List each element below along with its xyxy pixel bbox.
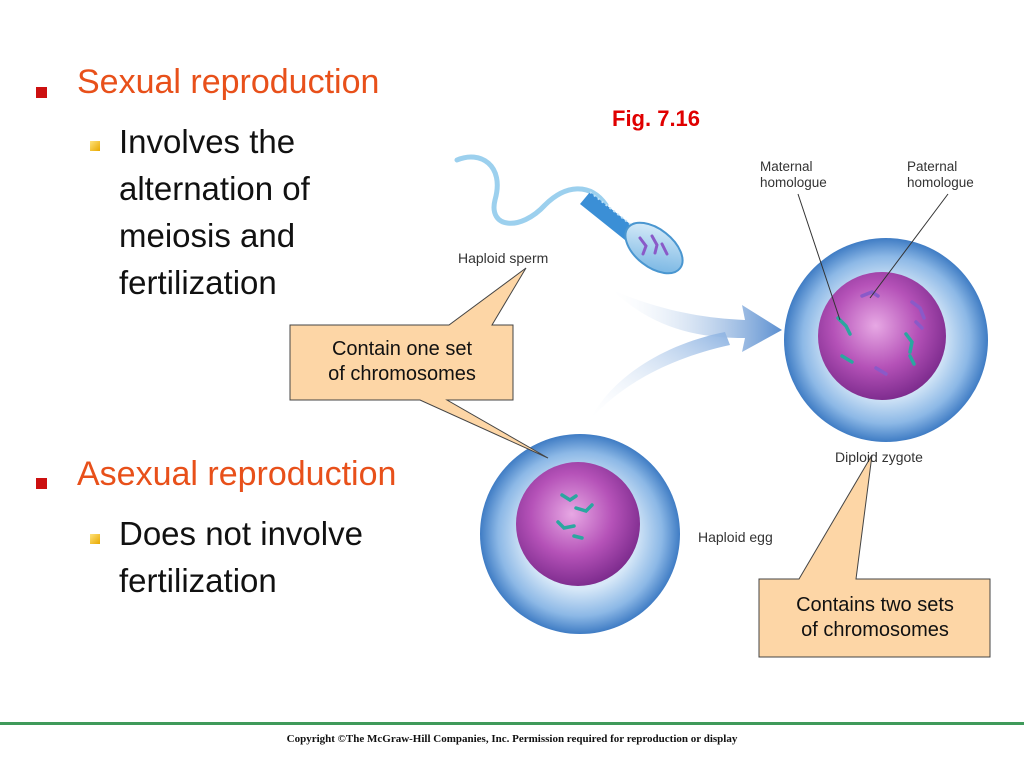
- arrow-from-egg: [590, 332, 730, 420]
- callout-two-sets-line1: Contains two sets: [796, 594, 954, 616]
- callout-two-sets-line2: of chromosomes: [801, 619, 949, 641]
- diploid-zygote-label: Diploid zygote: [835, 449, 923, 465]
- sub-bullet-sexual: [90, 141, 100, 151]
- paternal-pointer-line: [869, 193, 949, 299]
- fertilization-diagram: [289, 154, 991, 658]
- sperm-tail: [454, 154, 609, 226]
- haploid-egg-label: Haploid egg: [698, 529, 773, 545]
- egg-chromosomes: [556, 493, 594, 540]
- zygote-maternal-chromosomes: [836, 316, 916, 366]
- footer-divider: [0, 722, 1024, 725]
- maternal-pointer-line: [797, 193, 841, 321]
- diploid-zygote-nucleus: [818, 272, 946, 400]
- bullet-asexual: [36, 478, 47, 489]
- arrow-from-sperm: [612, 290, 782, 352]
- callout-one-set-line1: Contain one set: [331, 338, 473, 360]
- sub-bullet-asexual: [90, 534, 100, 544]
- asexual-reproduction-heading: Asexual reproduction: [77, 455, 397, 493]
- paternal-homologue-label: Paternal homologue: [907, 159, 974, 190]
- sexual-reproduction-heading: Sexual reproduction: [77, 63, 380, 101]
- zygote-paternal-chromosomes: [860, 290, 926, 376]
- haploid-egg-nucleus: [516, 462, 640, 586]
- sexual-reproduction-detail: Involves the alternation of meiosis and …: [119, 123, 310, 301]
- sperm-chromosomes: [638, 234, 669, 256]
- callout-one-set-text: Contain one set of chromosomes: [290, 337, 514, 387]
- callout-two-sets-shape: [758, 454, 991, 658]
- maternal-homologue-label: Maternal homologue: [760, 159, 827, 190]
- haploid-sperm-label: Haploid sperm: [458, 250, 549, 266]
- figure-label: Fig. 7.16: [612, 106, 701, 131]
- bullet-sexual: [36, 87, 47, 98]
- callout-one-set-shape: [289, 267, 549, 459]
- asexual-reproduction-detail: Does not involve fertilization: [119, 515, 363, 599]
- sperm-midpiece: [580, 191, 641, 244]
- copyright-footer: Copyright ©The McGraw-Hill Companies, In…: [286, 733, 738, 745]
- callout-one-set-line2: of chromosomes: [328, 363, 476, 385]
- sperm-head: [624, 221, 684, 275]
- callout-two-sets-text: Contains two sets of chromosomes: [759, 593, 991, 643]
